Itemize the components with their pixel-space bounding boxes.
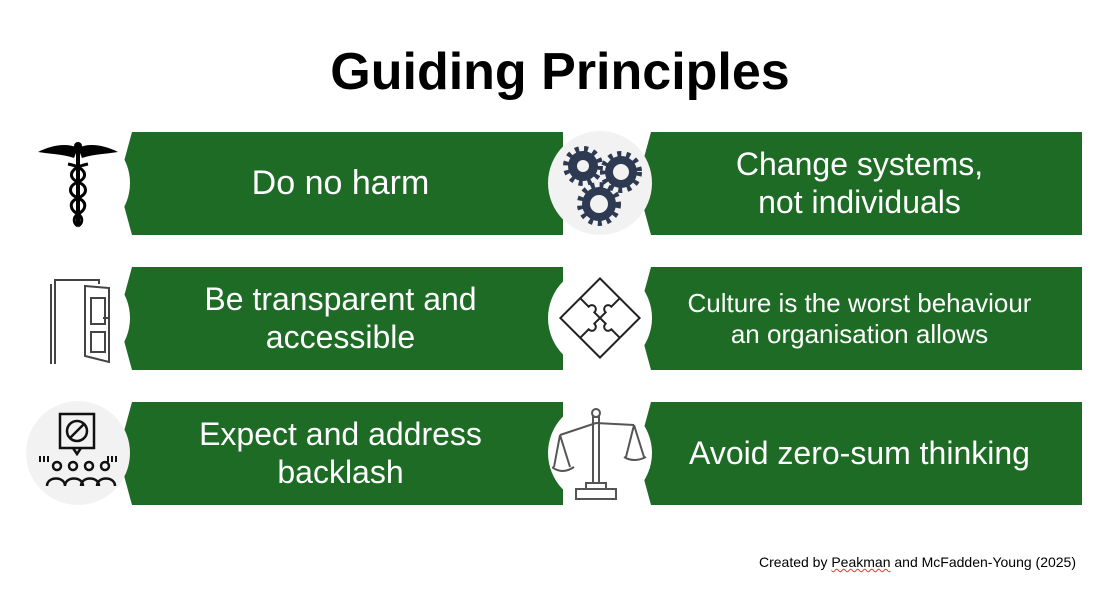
protest-crowd-icon <box>26 401 130 505</box>
principle-label: backlash <box>277 453 404 490</box>
principle-label: an organisation allows <box>730 318 989 349</box>
principle-label: accessible <box>265 318 416 355</box>
principle-label: Be transparent and <box>204 280 477 317</box>
principle-label: Change systems, <box>735 145 984 182</box>
caduceus-icon <box>26 131 130 235</box>
gears-icon <box>548 131 652 235</box>
page-title: Guiding Principles <box>330 43 790 101</box>
credit-author-1: Peakman <box>831 554 891 570</box>
principle-label: Culture is the worst behaviour <box>687 287 1032 318</box>
principle-banner-backlash: Expect and address backlash <box>118 402 563 505</box>
principle-banner-transparent: Be transparent and accessible <box>118 267 563 370</box>
credit-rest: and McFadden-Young (2025) <box>890 554 1076 570</box>
balance-scale-icon <box>548 401 652 505</box>
principle-banner-do-no-harm: Do no harm <box>118 132 563 235</box>
principle-banner-culture: Culture is the worst behaviour an organi… <box>637 267 1082 370</box>
puzzle-icon <box>548 266 652 370</box>
principle-label: Expect and address <box>199 415 482 452</box>
principle-banner-zero-sum: Avoid zero-sum thinking <box>637 402 1082 505</box>
principle-banner-change-systems: Change systems, not individuals <box>637 132 1082 235</box>
credit-text: Created by Peakman and McFadden-Young (2… <box>759 554 1076 570</box>
principle-label: Avoid zero-sum thinking <box>689 434 1030 471</box>
open-door-icon <box>26 266 130 370</box>
principle-label: not individuals <box>758 183 961 220</box>
credit-prefix: Created by <box>758 554 832 570</box>
principle-label: Do no harm <box>251 164 430 203</box>
